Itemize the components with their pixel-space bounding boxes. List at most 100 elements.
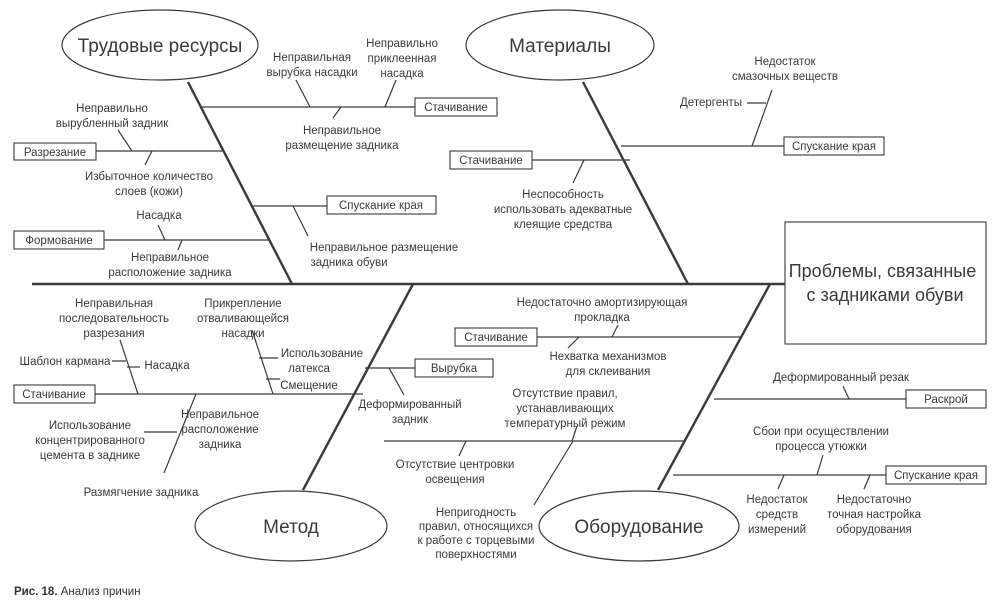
method-stitch-box-label: Стачивание <box>22 389 86 401</box>
equipment-skive-cause-2-line <box>777 474 785 490</box>
cause-line: насадки <box>221 328 264 340</box>
cause-label-t6: Размягчение задника <box>84 487 199 499</box>
method-die-box-label: Вырубка <box>431 363 478 375</box>
labor-stitch-cause-2-line <box>384 79 397 108</box>
cause-line: Неправильно <box>366 38 438 50</box>
cause-line: Отсутствие центровки <box>396 459 515 471</box>
cause-line: разрезания <box>83 328 144 340</box>
cause-line: Деформированный <box>358 399 461 411</box>
cause-line: Недостаток <box>746 494 808 506</box>
cause-line: устанавливающих <box>516 403 614 415</box>
cause-line: Неправильная <box>273 52 351 64</box>
cause-line: Избыточное количество <box>85 171 213 183</box>
labor-cut-box <box>13 142 97 161</box>
materials-skive-box-label: Спускание края <box>792 141 876 153</box>
labor-stitch-cause-1-line <box>295 79 311 108</box>
cause-line: Непригодность <box>436 507 516 519</box>
equipment-skive-box-label: Спускание края <box>894 470 978 482</box>
cause-label-e7: Сбои при осуществлении процесса утюжки <box>753 426 889 453</box>
cause-line: Использование <box>49 420 131 432</box>
cause-line: Размягчение задника <box>84 487 199 499</box>
equipment-cut-cause-line <box>842 385 850 400</box>
labor-category-ellipse <box>61 9 259 81</box>
cause-line: цемента в заднике <box>40 450 140 462</box>
cause-line: процесса утюжки <box>775 441 867 453</box>
cause-label-l3: Насадка <box>136 210 182 222</box>
cause-line: измерений <box>748 524 806 536</box>
equipment-bottom-cause-3-line <box>533 440 574 506</box>
cause-line: латекса <box>288 363 330 375</box>
cause-line: Сбои при осуществлении <box>753 426 889 438</box>
cause-label-m2: Детергенты <box>680 97 742 109</box>
cause-line: слоев (кожи) <box>115 186 183 198</box>
cause-label-t9: Смещение <box>280 380 338 392</box>
method-die-cause-line <box>388 367 405 396</box>
cause-line: освещения <box>425 474 484 486</box>
cause-line: Деформированный резак <box>773 372 910 384</box>
labor-stitch-cause-3-line <box>332 106 342 119</box>
cause-line: Неправильное размещение <box>310 242 458 254</box>
labor-cut-box-label: Разрезание <box>24 147 86 159</box>
cause-line: Неправильно <box>76 103 148 115</box>
equipment-bottom-cause-2-line <box>458 440 467 457</box>
cause-line: клеящие средства <box>514 219 613 231</box>
equipment-skive-cause-1-line <box>816 454 824 476</box>
cause-line: Прикрепление <box>204 298 281 310</box>
cause-label-e4: Отсутствие центровки освещения <box>396 459 515 486</box>
equipment-stitch-cause-1-line <box>611 324 619 338</box>
labor-category-label: Трудовые ресурсы <box>78 36 243 57</box>
cause-line: задника <box>199 439 242 451</box>
cause-line: Насадка <box>136 210 182 222</box>
equipment-skive-cause-3-line <box>863 474 871 490</box>
cause-line: средств <box>756 509 798 521</box>
cause-line: Неправильная <box>75 298 153 310</box>
materials-stitch-cause-line <box>572 159 585 184</box>
materials-stitch-box <box>449 150 533 170</box>
labor-form-box-label: Формование <box>25 235 92 247</box>
equipment-stitch-cause-2-line <box>567 336 580 349</box>
labor-form-cause-2-line <box>177 239 183 251</box>
equipment-category-label: Оборудование <box>574 517 703 538</box>
cause-line: расположение задника <box>108 267 232 279</box>
cause-line: Шаблон кармана <box>20 356 112 368</box>
cause-line: Неправильное <box>131 252 209 264</box>
effect-box <box>784 221 987 345</box>
labor-cut-cause-1-line <box>117 129 133 152</box>
labor-skive-cause-line <box>292 205 309 237</box>
cause-line: Недостаточно <box>837 494 912 506</box>
labor-stitch-box <box>414 97 498 117</box>
figure-caption: Рис. 18. Анализ причин <box>14 586 141 598</box>
equipment-cut-box-label: Раскрой <box>924 394 968 406</box>
cause-line: прокладка <box>574 312 630 324</box>
equipment-bottom-cause-1-line <box>571 425 578 442</box>
labor-skive-box-label: Спускание края <box>339 200 423 212</box>
cause-line: к работе с торцевыми <box>418 535 535 547</box>
materials-skive-cause-1-line <box>751 89 773 147</box>
equipment-stitch-box <box>454 327 538 347</box>
figure-caption-text: Анализ причин <box>57 586 141 598</box>
method-stitch-cause-6-line <box>251 329 274 395</box>
effect-line: с задниками обуви <box>806 285 963 305</box>
figure-caption-prefix: Рис. 18. <box>14 586 58 598</box>
cause-line: Детергенты <box>680 97 742 109</box>
cause-label-t10: Деформированный задник <box>358 399 461 426</box>
cause-line: расположение <box>181 424 258 436</box>
cause-line: приклеенная <box>367 53 436 65</box>
cause-label-l2: Избыточное количество слоев (кожи) <box>85 171 213 198</box>
cause-line: Неправильное <box>181 409 259 421</box>
method-category-label: Метод <box>263 517 319 538</box>
cause-line: размещение задника <box>285 140 399 152</box>
equipment-category-ellipse <box>538 490 740 562</box>
equipment-skive-box <box>885 465 987 485</box>
labor-bone <box>186 81 294 285</box>
method-stitch-box <box>13 384 96 404</box>
cause-line: вырубленный задник <box>56 118 169 130</box>
cause-line: задник <box>392 414 429 426</box>
